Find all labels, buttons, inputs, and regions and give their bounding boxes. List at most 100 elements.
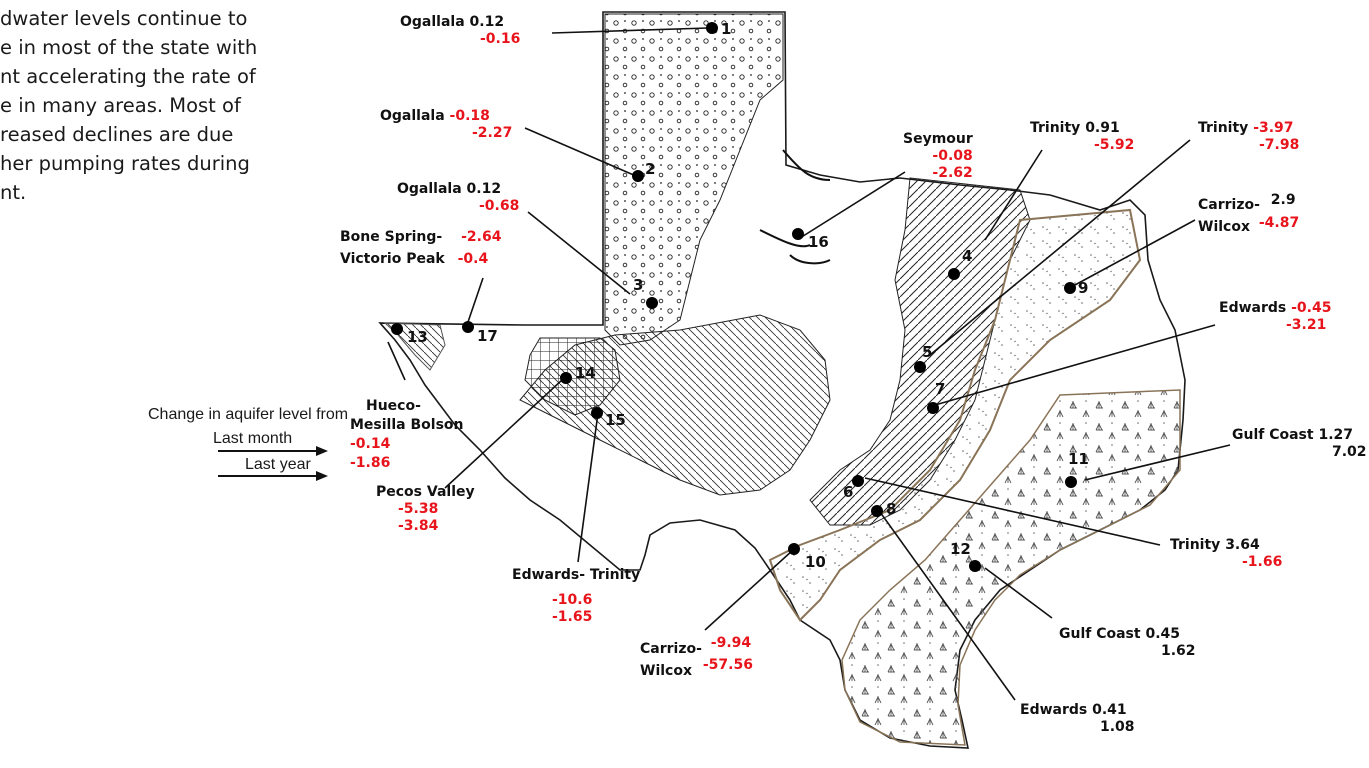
station-number-14: 14 <box>575 364 596 382</box>
station-number-17: 17 <box>477 327 498 345</box>
month-change: 0.45 <box>1145 626 1181 642</box>
aquifer-name: Wilcox <box>640 663 692 679</box>
station-number-7: 7 <box>935 380 946 398</box>
aquifer-name: Ogallala <box>397 181 462 197</box>
label-station-8: Edwards 0.41 1.08 <box>1020 702 1135 736</box>
year-change: -4.87 <box>1258 215 1300 231</box>
year-change: -2.27 <box>472 125 513 141</box>
aquifer-name: Trinity <box>1170 537 1221 553</box>
carrizo-wilcox-aquifer <box>768 208 1142 622</box>
month-change: -5.38 <box>398 501 439 517</box>
year-change: -2.62 <box>932 165 973 181</box>
gulf-coast-aquifer <box>841 389 1181 746</box>
aquifer-name: Bone Spring- <box>340 229 443 245</box>
aquifer-name: Gulf Coast <box>1232 427 1314 443</box>
station-number-16: 16 <box>808 233 829 251</box>
month-change: -0.45 <box>1291 300 1332 316</box>
station-number-4: 4 <box>962 247 973 265</box>
station-number-13: 13 <box>407 328 428 346</box>
station-number-8: 8 <box>886 500 897 518</box>
station-number-10: 10 <box>805 553 826 571</box>
intro-line: nt. <box>0 181 27 204</box>
aquifer-name: Edwards <box>1020 702 1088 718</box>
legend-last-month: Last month <box>213 430 293 447</box>
year-change: -1.65 <box>552 609 593 625</box>
month-change: -2.64 <box>461 229 502 245</box>
month-change: 0.91 <box>1085 120 1120 136</box>
intro-line: dwater levels continue to <box>0 7 248 30</box>
month-change: 0.12 <box>469 14 505 30</box>
aquifer-name: Wilcox <box>1198 219 1250 235</box>
month-change: -0.08 <box>932 148 973 164</box>
legend-title: Change in aquifer level from <box>148 406 349 423</box>
station-number-11: 11 <box>1068 450 1089 468</box>
intro-line: reased declines are due <box>0 123 234 146</box>
aquifer-name: Ogallala <box>380 108 445 124</box>
aquifer-name: Seymour <box>903 131 973 147</box>
month-change: 3.64 <box>1225 537 1260 553</box>
month-change: -0.18 <box>449 108 490 124</box>
year-change: -0.4 <box>457 251 489 267</box>
label-station-14: Pecos Valley -5.38 -3.84 <box>376 484 475 535</box>
month-change: 0.12 <box>466 181 502 197</box>
year-change: -5.92 <box>1094 137 1135 153</box>
aquifer-name: Carrizo- <box>1198 197 1260 213</box>
month-change: 2.9 <box>1270 192 1296 208</box>
label-station-12: Gulf Coast 0.45 1.62 <box>1059 626 1196 660</box>
label-station-1: Ogallala 0.12 -0.16 <box>400 14 520 48</box>
label-station-6: Trinity 3.64 -1.66 <box>1170 537 1282 571</box>
year-change: -7.98 <box>1259 137 1300 153</box>
aquifer-name: Pecos Valley <box>376 484 475 500</box>
aquifer-name: Hueco- <box>366 398 421 414</box>
intro-line: nt accelerating the rate of <box>0 65 256 88</box>
label-station-16: Seymour -0.08 -2.62 <box>903 131 973 182</box>
intro-line: e in most of the state with <box>0 36 258 59</box>
aquifer-name: Carrizo- <box>640 641 702 657</box>
year-change: -3.21 <box>1286 317 1327 333</box>
label-station-11: Gulf Coast 1.27 7.02 <box>1232 427 1367 461</box>
station-dots <box>391 22 1077 572</box>
year-change: -0.16 <box>480 31 521 47</box>
month-change: 0.41 <box>1092 702 1127 718</box>
label-station-9: Carrizo- 2.9 Wilcox -4.87 <box>1198 192 1300 238</box>
aquifer-name: Edwards- Trinity <box>512 567 641 583</box>
year-change: -57.56 <box>702 657 753 673</box>
month-change: -3.97 <box>1253 120 1294 136</box>
pecos-valley-aquifer <box>524 337 621 416</box>
aquifer-name: Ogallala <box>400 14 465 30</box>
year-change: -1.66 <box>1242 554 1283 570</box>
leader-lines <box>387 27 1231 701</box>
station-number-2: 2 <box>645 160 656 178</box>
station-number-9: 9 <box>1078 279 1089 297</box>
station-number-6: 6 <box>843 483 854 501</box>
aquifer-name: Trinity <box>1030 120 1081 136</box>
aquifer-name: Victorio Peak <box>340 251 445 267</box>
label-station-10: Carrizo- -9.94 Wilcox -57.56 <box>640 635 753 682</box>
year-change: -3.84 <box>398 518 439 534</box>
month-change: -0.14 <box>350 436 391 452</box>
label-station-5: Trinity -3.97 -7.98 <box>1198 120 1299 154</box>
intro-paragraph: dwater levels continue to e in most of t… <box>0 4 300 207</box>
month-change: -9.94 <box>710 635 752 651</box>
legend-last-year: Last year <box>245 456 311 473</box>
label-station-15: Edwards- Trinity -10.6 -1.65 <box>512 567 640 626</box>
month-change: -10.6 <box>552 592 593 608</box>
seymour-aquifer <box>759 149 831 265</box>
station-number-3: 3 <box>633 276 644 294</box>
label-station-2: Ogallala -0.18 -2.27 <box>380 108 512 142</box>
label-station-3: Ogallala 0.12 -0.68 <box>397 181 519 215</box>
month-change: 1.27 <box>1318 427 1354 443</box>
station-number-15: 15 <box>605 411 626 429</box>
station-number-1: 1 <box>721 20 732 38</box>
year-change: -1.86 <box>350 455 391 471</box>
station-number-5: 5 <box>922 343 933 361</box>
hueco-mesilla-aquifer <box>383 322 446 371</box>
label-station-7: Edwards -0.45 -3.21 <box>1219 300 1331 334</box>
year-change: 1.08 <box>1100 719 1135 735</box>
station-number-12: 12 <box>950 540 971 558</box>
year-change: 7.02 <box>1332 444 1367 460</box>
aquifer-name: Gulf Coast <box>1059 626 1141 642</box>
label-station-4: Trinity 0.91 -5.92 <box>1030 120 1134 154</box>
year-change: 1.62 <box>1161 643 1196 659</box>
